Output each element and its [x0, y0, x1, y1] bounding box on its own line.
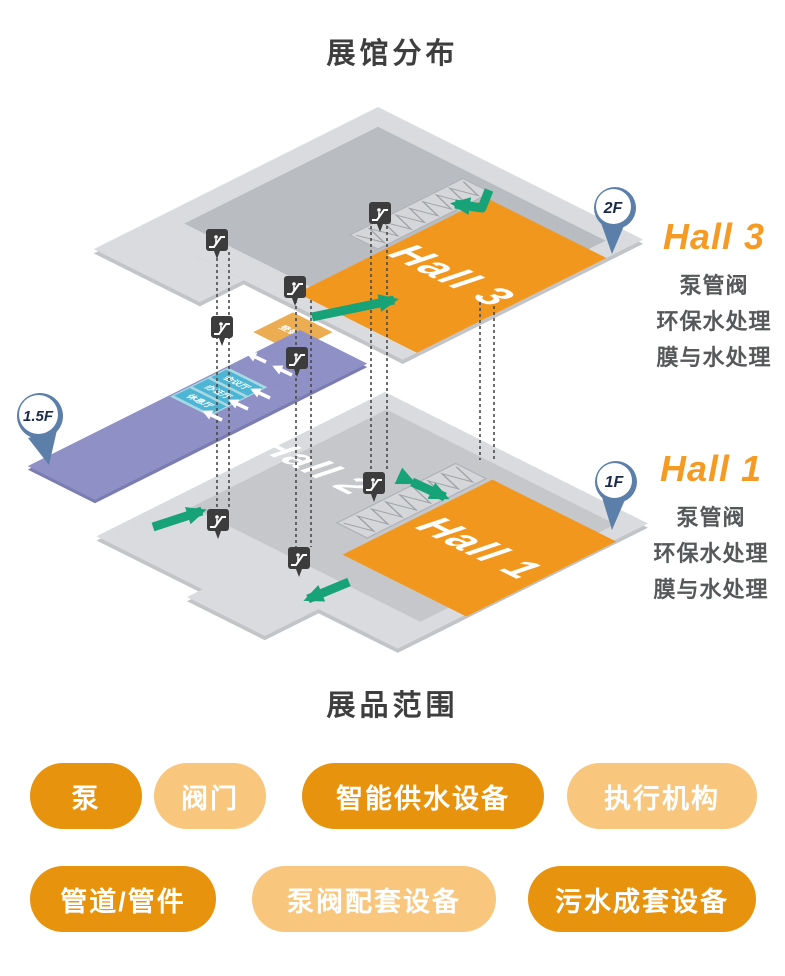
- product-tag-valve: 阀门: [154, 763, 266, 829]
- map-section-title: 展馆分布: [326, 38, 459, 70]
- product-tag-smart-water-supply: 智能供水设备: [302, 763, 544, 829]
- hall1-legend: Hall 1 泵管阀 环保水处理 膜与水处理: [635, 448, 785, 608]
- product-tag-pump-valve-accessory: 泵阀配套设备: [252, 866, 496, 932]
- hall3-legend-line: 泵管阀: [679, 273, 749, 298]
- hall3-legend-line: 环保水处理: [656, 309, 772, 334]
- hall1-legend-line: 泵管阀: [676, 505, 746, 530]
- hall3-block-label: Hall 3: [378, 238, 526, 313]
- hall1-block-label: Hall 1: [405, 511, 554, 585]
- hall1-legend-title: Hall 1: [659, 448, 763, 489]
- escalator-icon: [211, 316, 233, 346]
- hall3-legend-title: Hall 3: [662, 216, 766, 257]
- hall1-legend-line: 环保水处理: [653, 541, 769, 566]
- product-tag-pump: 泵: [30, 763, 142, 829]
- product-tag-sewage-equipment: 污水成套设备: [528, 866, 756, 932]
- pin-2f-label: 2F: [603, 200, 624, 217]
- product-tag-actuator: 执行机构: [567, 763, 757, 829]
- hall1-legend-line: 膜与水处理: [653, 577, 769, 602]
- pin-1-5f-label: 1.5F: [23, 408, 54, 425]
- hall3-legend-line: 膜与水处理: [656, 345, 772, 370]
- hall3-legend: Hall 3 泵管阀 环保水处理 膜与水处理: [640, 216, 785, 376]
- product-tag-pipe-fittings: 管道/管件: [30, 866, 216, 932]
- pin-1f-label: 1F: [605, 474, 625, 491]
- products-section-title: 展品范围: [326, 690, 459, 722]
